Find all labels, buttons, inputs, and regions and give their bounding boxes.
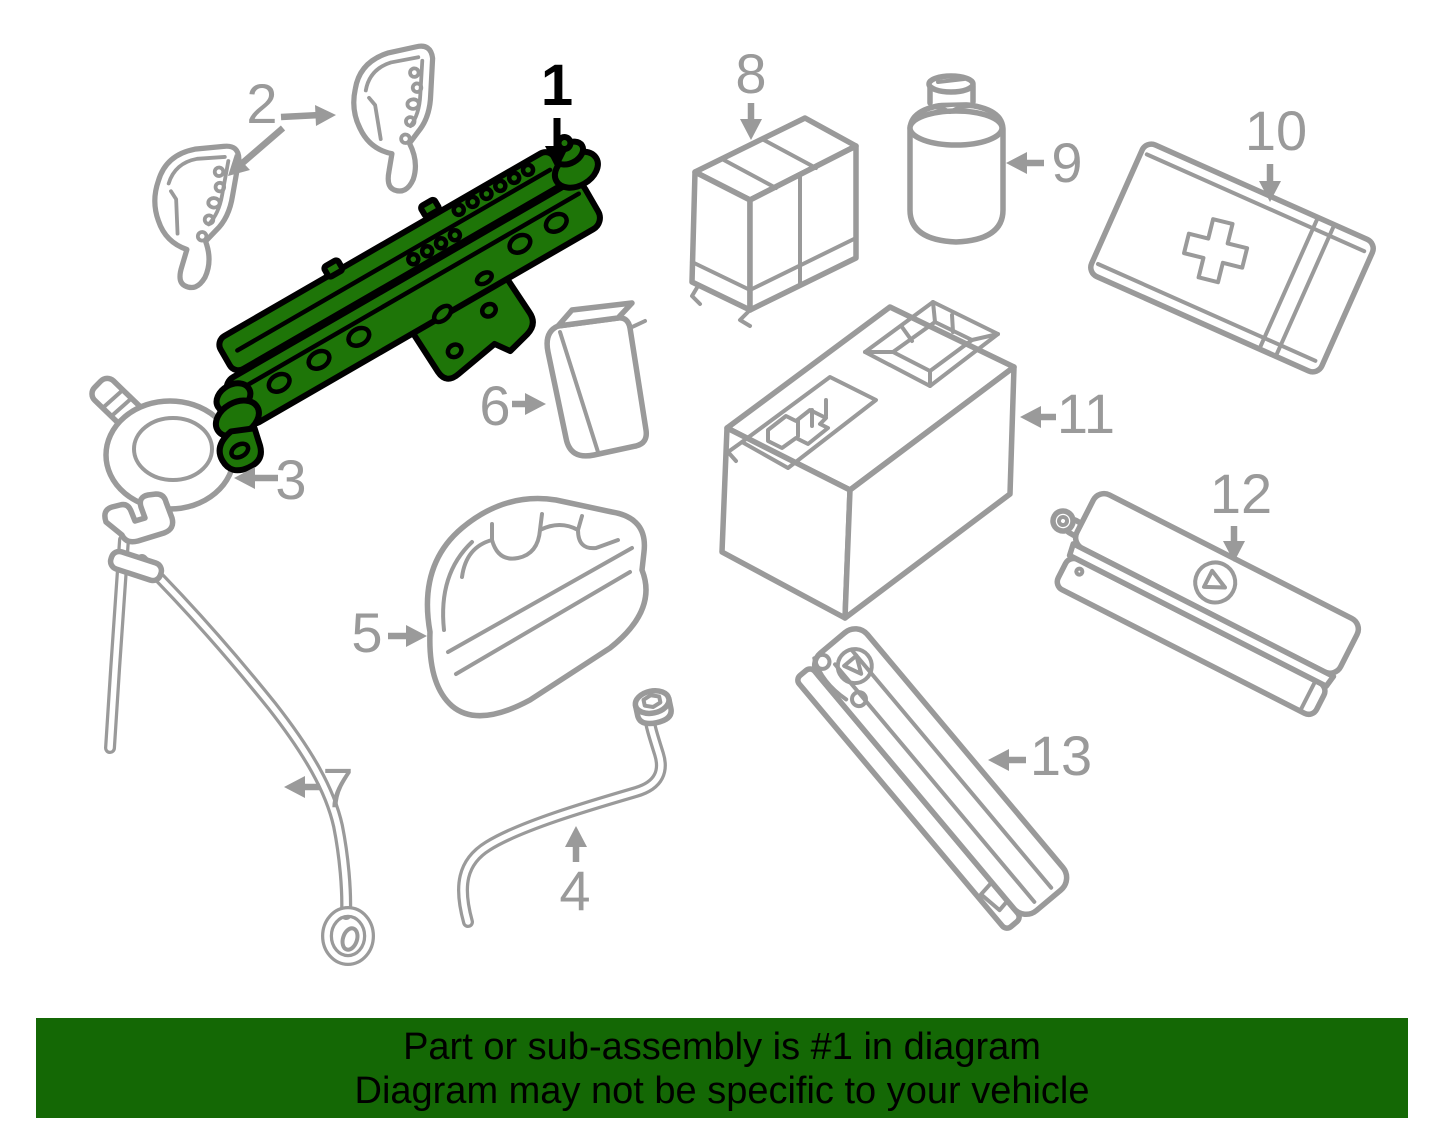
- label-part-4: 4: [559, 859, 590, 922]
- label-part-9: 9: [1051, 131, 1082, 194]
- label-part-8: 8: [735, 42, 766, 105]
- part-number-labels: 1 2 3 4 5 6 7 8 9 10 11 12 13: [246, 42, 1307, 922]
- leader-arrows: [228, 103, 1281, 862]
- label-part-10: 10: [1245, 99, 1307, 162]
- triangle-emblem-icon: [842, 653, 864, 676]
- label-part-12: 12: [1210, 462, 1272, 525]
- part-9-canister: [907, 73, 1006, 245]
- part-13-triangle-case-long: [795, 626, 1070, 931]
- label-part-11: 11: [1057, 382, 1115, 445]
- highlight-info-banner: Part or sub-assembly is #1 in diagram Di…: [36, 1018, 1408, 1118]
- label-part-1: 1: [541, 53, 573, 118]
- part-5-stowage-tray: [424, 495, 649, 719]
- banner-line-2: Diagram may not be specific to your vehi…: [354, 1070, 1090, 1112]
- part-6-wedge-insert: [544, 300, 650, 459]
- part-4-crank-handle: [456, 688, 674, 928]
- part-2-bracket-left: [149, 141, 240, 290]
- label-part-13: 13: [1030, 724, 1092, 787]
- label-part-2: 2: [246, 72, 277, 135]
- part-8-tool-box: [689, 115, 859, 328]
- part-3-tow-eye: [89, 375, 237, 512]
- label-part-3: 3: [275, 448, 306, 511]
- part-11-foam-block: [719, 300, 1017, 621]
- triangle-emblem-icon: [1201, 568, 1228, 590]
- banner-line-1: Part or sub-assembly is #1 in diagram: [403, 1026, 1041, 1068]
- part-1-scissor-jack: [212, 134, 603, 474]
- first-aid-cross-icon: [1182, 217, 1250, 285]
- part-10-first-aid-kit: [1088, 141, 1376, 375]
- label-part-5: 5: [351, 601, 382, 664]
- part-2-bracket-right: [351, 46, 440, 194]
- label-part-7: 7: [322, 756, 353, 819]
- label-part-6: 6: [479, 374, 510, 437]
- part-12-triangle-case: [1050, 490, 1362, 718]
- part-7-rod: [102, 491, 375, 966]
